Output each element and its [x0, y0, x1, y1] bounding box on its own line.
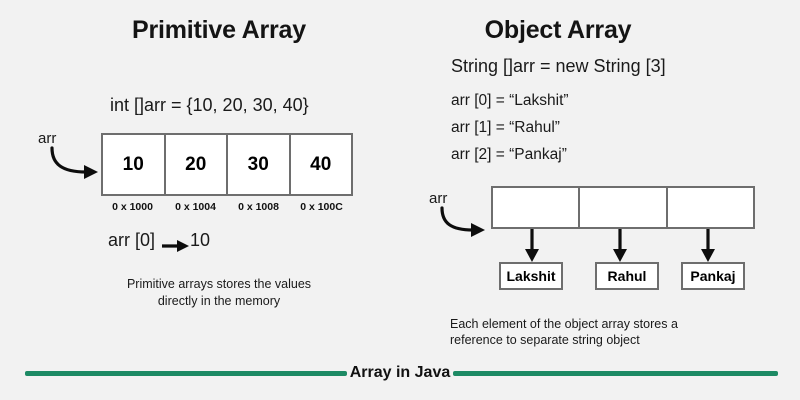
right-pointer-arrow-icon	[440, 206, 485, 237]
object-assignment-0: arr [0] = “Lakshit”	[451, 92, 569, 109]
object-declaration: String []arr = new String [3]	[451, 56, 666, 76]
primitive-declaration: int []arr = {10, 20, 30, 40}	[110, 95, 309, 115]
address-label-2: 0 x 1008	[238, 201, 279, 213]
primitive-array-cell-0: 10	[103, 135, 166, 194]
left-pointer-arrow-icon	[50, 146, 98, 179]
primitive-array-cell-2: 30	[228, 135, 291, 194]
object-caption-line2: reference to separate string object	[450, 333, 640, 347]
address-label-1: 0 x 1004	[175, 201, 216, 213]
string-object-box-0: Lakshit	[499, 262, 563, 290]
reference-arrow-icon-0	[525, 229, 539, 262]
primitive-caption-line2: directly in the memory	[157, 294, 281, 308]
object-array-cell-1	[580, 188, 668, 227]
footer-rule-left	[25, 371, 347, 376]
right-pointer-label: arr	[429, 190, 448, 207]
address-label-0: 0 x 1000	[112, 201, 153, 213]
index-example-label: arr [0]	[108, 230, 156, 250]
object-array-cell-0	[493, 188, 581, 227]
left-panel-title: Primitive Array	[132, 16, 306, 44]
footer-label: Array in Java	[349, 364, 451, 381]
left-pointer-label: arr	[38, 130, 57, 147]
right-panel-title: Object Array	[484, 16, 632, 44]
string-object-box-2: Pankaj	[681, 262, 745, 290]
reference-arrow-icon-2	[701, 229, 715, 262]
object-array-box	[491, 186, 755, 229]
index-arrow-icon	[162, 240, 189, 252]
reference-arrow-icon-1	[613, 229, 627, 262]
object-caption-line1: Each element of the object array stores …	[450, 317, 678, 331]
object-assignment-2: arr [2] = “Pankaj”	[451, 146, 567, 163]
object-assignment-1: arr [1] = “Rahul”	[451, 119, 560, 136]
primitive-array-cell-3: 40	[310, 153, 332, 175]
primitive-array-cell-1: 20	[166, 135, 228, 194]
footer-rule-right	[453, 371, 778, 376]
object-array-cell-2	[668, 188, 753, 227]
index-example-value: 10	[190, 230, 211, 250]
primitive-caption-line1: Primitive arrays stores the values	[126, 277, 312, 291]
address-label-3: 0 x 100C	[300, 201, 343, 213]
string-object-box-1: Rahul	[595, 262, 659, 290]
